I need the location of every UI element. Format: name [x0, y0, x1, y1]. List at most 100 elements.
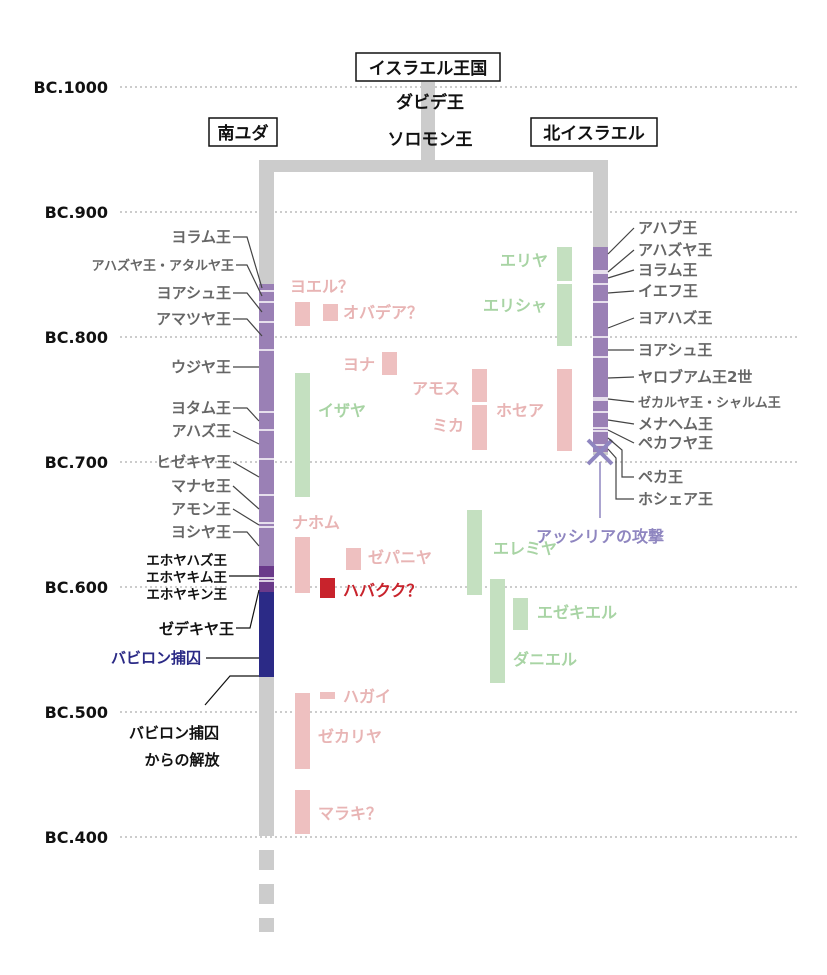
year-gridlines	[120, 86, 800, 838]
year-label: BC.800	[45, 328, 108, 347]
prophet-label-zephaniah: ゼパニヤ	[368, 548, 432, 567]
judah-late-king-labels: エホヤハズ王 エホヤキム王 エホヤキン王 ゼデキヤ王	[146, 552, 260, 638]
prophet-label-nahum: ナホム	[292, 513, 340, 532]
israel-heading: 北イスラエル	[530, 117, 658, 147]
prophet-bar-elijah	[557, 247, 572, 281]
israel-king-label: アハブ王	[638, 219, 697, 237]
prophet-label-daniel: ダニエル	[513, 650, 577, 669]
israel-box	[530, 117, 658, 147]
release-label: バビロン捕囚	[129, 724, 219, 742]
leader-line	[233, 407, 260, 422]
year-label: BC.600	[45, 578, 108, 597]
israel-king-label: ヨアハズ王	[638, 309, 712, 327]
year-label: BC.900	[45, 203, 108, 222]
continuation-dash	[259, 850, 274, 870]
year-label: BC.1000	[33, 78, 108, 97]
united-kingdom-box	[355, 52, 501, 82]
leader-line	[607, 376, 635, 379]
leader-line	[607, 317, 635, 329]
leader-line	[236, 589, 260, 629]
judah-king-label: アマツヤ王	[156, 310, 231, 328]
judah-king-label: アモン王	[171, 500, 231, 518]
leader-line	[607, 249, 635, 273]
israel-king-label: メナヘム王	[638, 415, 713, 433]
prophet-bar-hosea	[557, 369, 572, 451]
release-leader	[204, 675, 259, 706]
prophet-label-elijah: エリヤ	[500, 251, 548, 270]
leader-line	[607, 227, 635, 255]
late-king-label: ゼデキヤ王	[159, 620, 234, 638]
judah-king-label: ウジヤ王	[171, 358, 231, 376]
judah-king-labels: ヨラム王 アハズヤ王・アタルヤ王 ヨアシュ王 アマツヤ王 ウジヤ王 ヨタム王 ア…	[92, 228, 263, 547]
judah-box	[208, 117, 278, 147]
leader-line	[607, 269, 635, 279]
prophet-bar-elisha	[557, 284, 572, 346]
prophet-bars	[295, 247, 572, 834]
judah-king-label: マナセ王	[171, 477, 231, 495]
prophet-label-jonah: ヨナ	[343, 355, 375, 374]
continuation-dash	[259, 884, 274, 904]
judah-reign-dividers	[259, 290, 274, 582]
late-king-label: エホヤハズ王	[146, 552, 227, 569]
judah-reign-bars	[259, 284, 274, 677]
israel-king-labels: アハブ王 アハズヤ王 ヨラム王 イエフ王 ヨアハズ王 ヨアシュ王 ヤロブアム王2…	[607, 219, 781, 508]
prophet-bar-daniel	[490, 579, 505, 683]
leader-line	[607, 429, 635, 444]
leader-line	[233, 318, 263, 337]
judah-king-label: アハズヤ王・アタルヤ王	[92, 258, 234, 274]
leader-line	[607, 398, 635, 403]
judah-king-label: アハズ王	[172, 422, 231, 440]
prophet-labels: ヨエル？ オバデア？ ヨナ イザヤ アモス ミカ ホセア エリヤ エリシャ ナホ…	[290, 251, 617, 823]
leader-line	[236, 264, 263, 297]
prophet-label-elisha: エリシャ	[483, 296, 547, 315]
prophet-label-obadiah: オバデア？	[343, 303, 423, 322]
israel-king-label: アハズヤ王	[638, 241, 712, 259]
exile-label: バビロン捕囚	[111, 649, 201, 667]
israel-king-label: ヤロブアム王2世	[638, 368, 752, 386]
leader-line	[233, 292, 263, 313]
leader-line	[233, 236, 263, 289]
united-kingdom-heading: イスラエル王国	[355, 52, 501, 82]
united-kingdom-title: イスラエル王国	[369, 59, 488, 79]
prophet-label-joel: ヨエル？	[290, 277, 354, 296]
prophet-bar-jeremiah	[467, 510, 482, 595]
israel-reign-bar	[593, 247, 608, 452]
prophet-bar-micah	[472, 405, 487, 450]
year-labels: BC.1000 BC.900 BC.800 BC.700 BC.600 BC.5…	[33, 78, 108, 847]
leader-line	[607, 448, 634, 500]
israel-title: 北イスラエル	[543, 124, 645, 144]
leader-line	[607, 437, 634, 478]
prophet-bar-habakkuk	[320, 578, 335, 598]
prophet-bar-zephaniah	[346, 548, 361, 570]
prophet-label-isaiah: イザヤ	[318, 401, 366, 420]
year-label: BC.500	[45, 703, 108, 722]
exile-bar	[259, 592, 274, 677]
late-king-label: エホヤキム王	[146, 570, 227, 586]
judah-king-label: ヨシヤ王	[171, 523, 231, 541]
prophet-label-micah: ミカ	[432, 416, 464, 435]
prophet-bar-obadiah	[323, 304, 338, 321]
prophet-bar-jonah	[382, 352, 397, 375]
year-label: BC.700	[45, 453, 108, 472]
prophet-label-haggai: ハガイ	[343, 687, 391, 706]
israel-reign-bars	[593, 247, 608, 452]
david-label: ダビデ王	[396, 92, 464, 113]
judah-king-label: ヨアシュ王	[157, 284, 231, 302]
israel-king-label: ヨラム王	[638, 261, 698, 279]
israel-king-label: ヨアシュ王	[638, 341, 712, 359]
leader-line	[607, 290, 635, 294]
prophet-label-amos: アモス	[412, 379, 460, 398]
prophet-label-ezekiel: エゼキエル	[537, 603, 617, 622]
prophet-bar-amos	[472, 369, 487, 402]
israel-king-label: ゼカルヤ王・シャルム王	[638, 395, 781, 411]
year-label: BC.400	[45, 828, 108, 847]
leader-line	[232, 461, 260, 478]
assyria-attack-label: アッシリアの攻撃	[536, 527, 664, 546]
prophet-bar-nahum	[295, 537, 310, 593]
judah-king-label: ヨタム王	[171, 399, 231, 417]
israel-king-label: ホシェア王	[638, 490, 713, 508]
late-king-label: エホヤキン王	[146, 587, 227, 603]
prophet-bar-malachi	[295, 790, 310, 834]
cross-icon	[586, 438, 614, 466]
